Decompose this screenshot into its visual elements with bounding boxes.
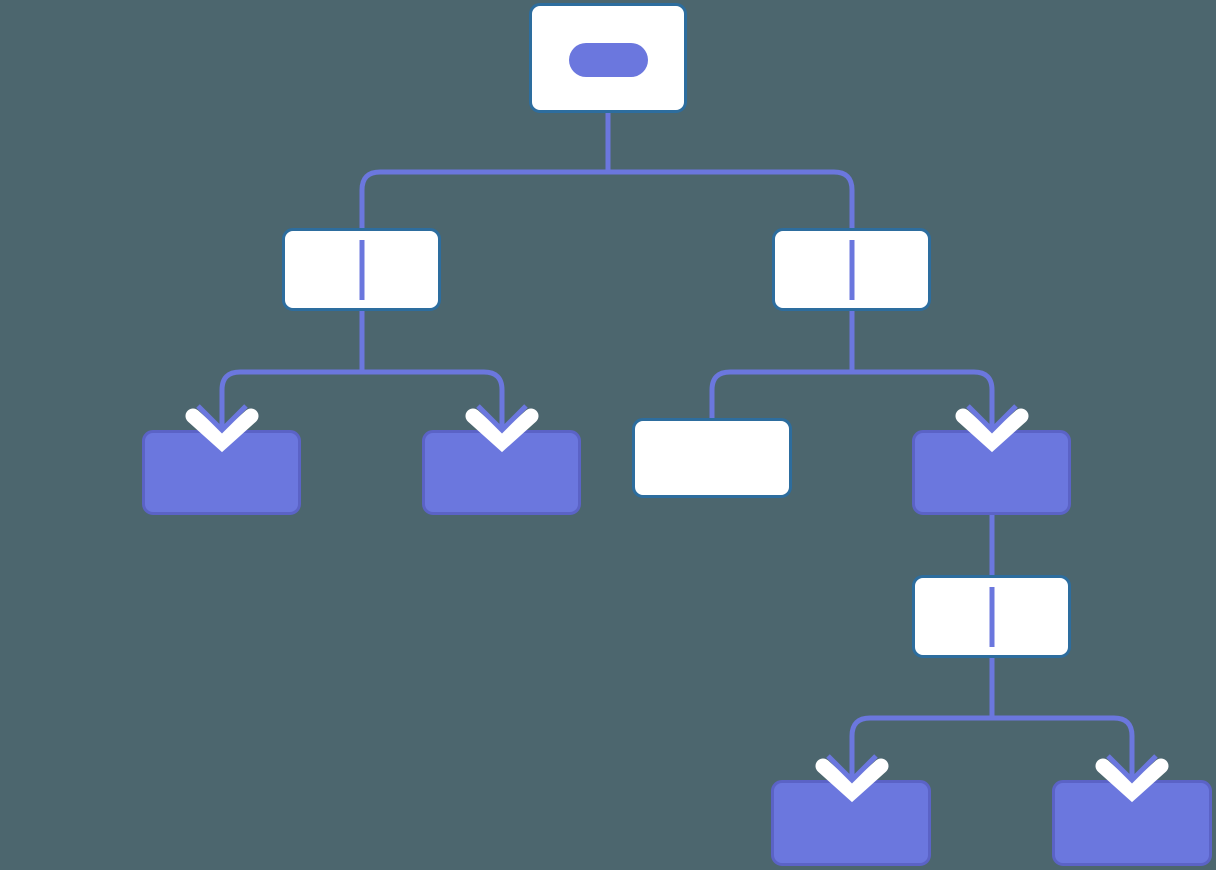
level3-node-a[interactable] — [142, 430, 301, 515]
level3-node-d[interactable] — [912, 430, 1071, 515]
level5-left-node[interactable] — [771, 780, 931, 866]
level3-node-c[interactable] — [632, 418, 792, 498]
level4-node[interactable] — [912, 575, 1071, 658]
level2-left-node[interactable] — [282, 228, 441, 311]
root-pill[interactable] — [569, 43, 648, 77]
level3-node-b[interactable] — [422, 430, 581, 515]
root-node[interactable] — [529, 3, 687, 113]
level2-right-node[interactable] — [772, 228, 931, 311]
level5-right-node[interactable] — [1052, 780, 1212, 866]
